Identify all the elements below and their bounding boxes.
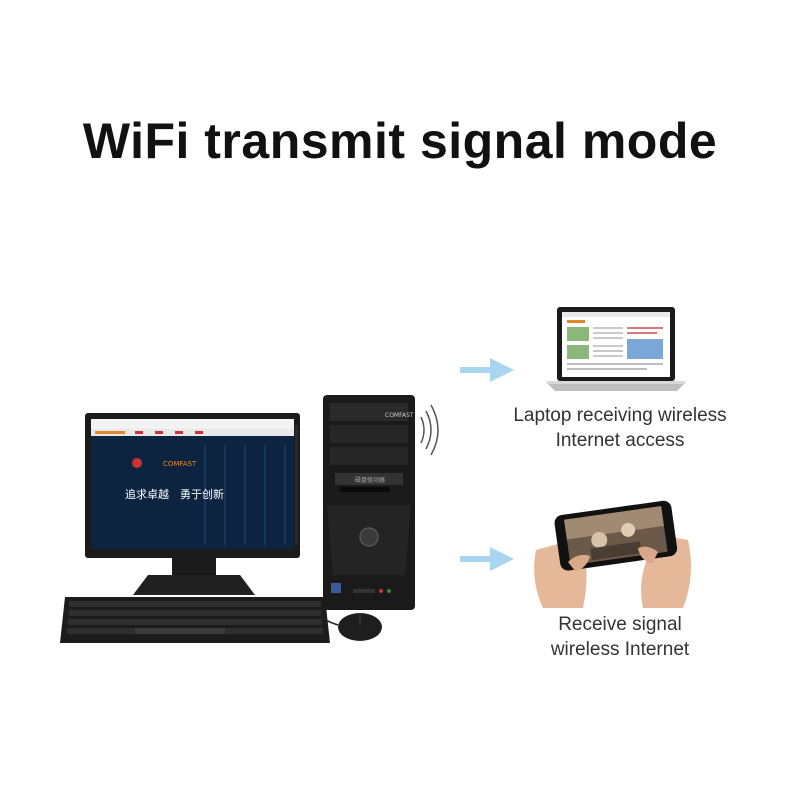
laptop-caption-line-1: Laptop receiving wireless — [490, 403, 750, 428]
laptop-caption: Laptop receiving wireless Internet acces… — [490, 403, 750, 453]
arrow-right-icon — [460, 357, 515, 383]
computer-tower: COMFAST 磁盘驱动器 — [323, 395, 415, 610]
phone-caption-line-2: wireless Internet — [515, 637, 725, 662]
phone-caption-line-1: Receive signal — [515, 612, 725, 637]
desktop-computer-illustration: COMFAST 追求卓越 勇于创新 COMFAST 磁盘驱动器 — [55, 385, 445, 655]
screen-brand: COMFAST — [163, 460, 197, 468]
screen-slogan-1: 追求卓越 — [125, 487, 169, 501]
arrow-right-icon — [460, 546, 515, 572]
page-title: WiFi transmit signal mode — [0, 112, 800, 170]
phone-in-hands-illustration — [528, 500, 698, 610]
laptop-caption-line-2: Internet access — [490, 428, 750, 453]
tower-brand: COMFAST — [385, 412, 414, 419]
phone-caption: Receive signal wireless Internet — [515, 612, 725, 662]
keyboard — [60, 597, 330, 643]
tower-drive-label: 磁盘驱动器 — [355, 476, 385, 484]
screen-slogan-2: 勇于创新 — [180, 487, 224, 501]
wifi-waves-icon — [421, 405, 438, 455]
monitor: COMFAST 追求卓越 勇于创新 — [85, 413, 300, 595]
laptop-illustration — [545, 305, 687, 393]
